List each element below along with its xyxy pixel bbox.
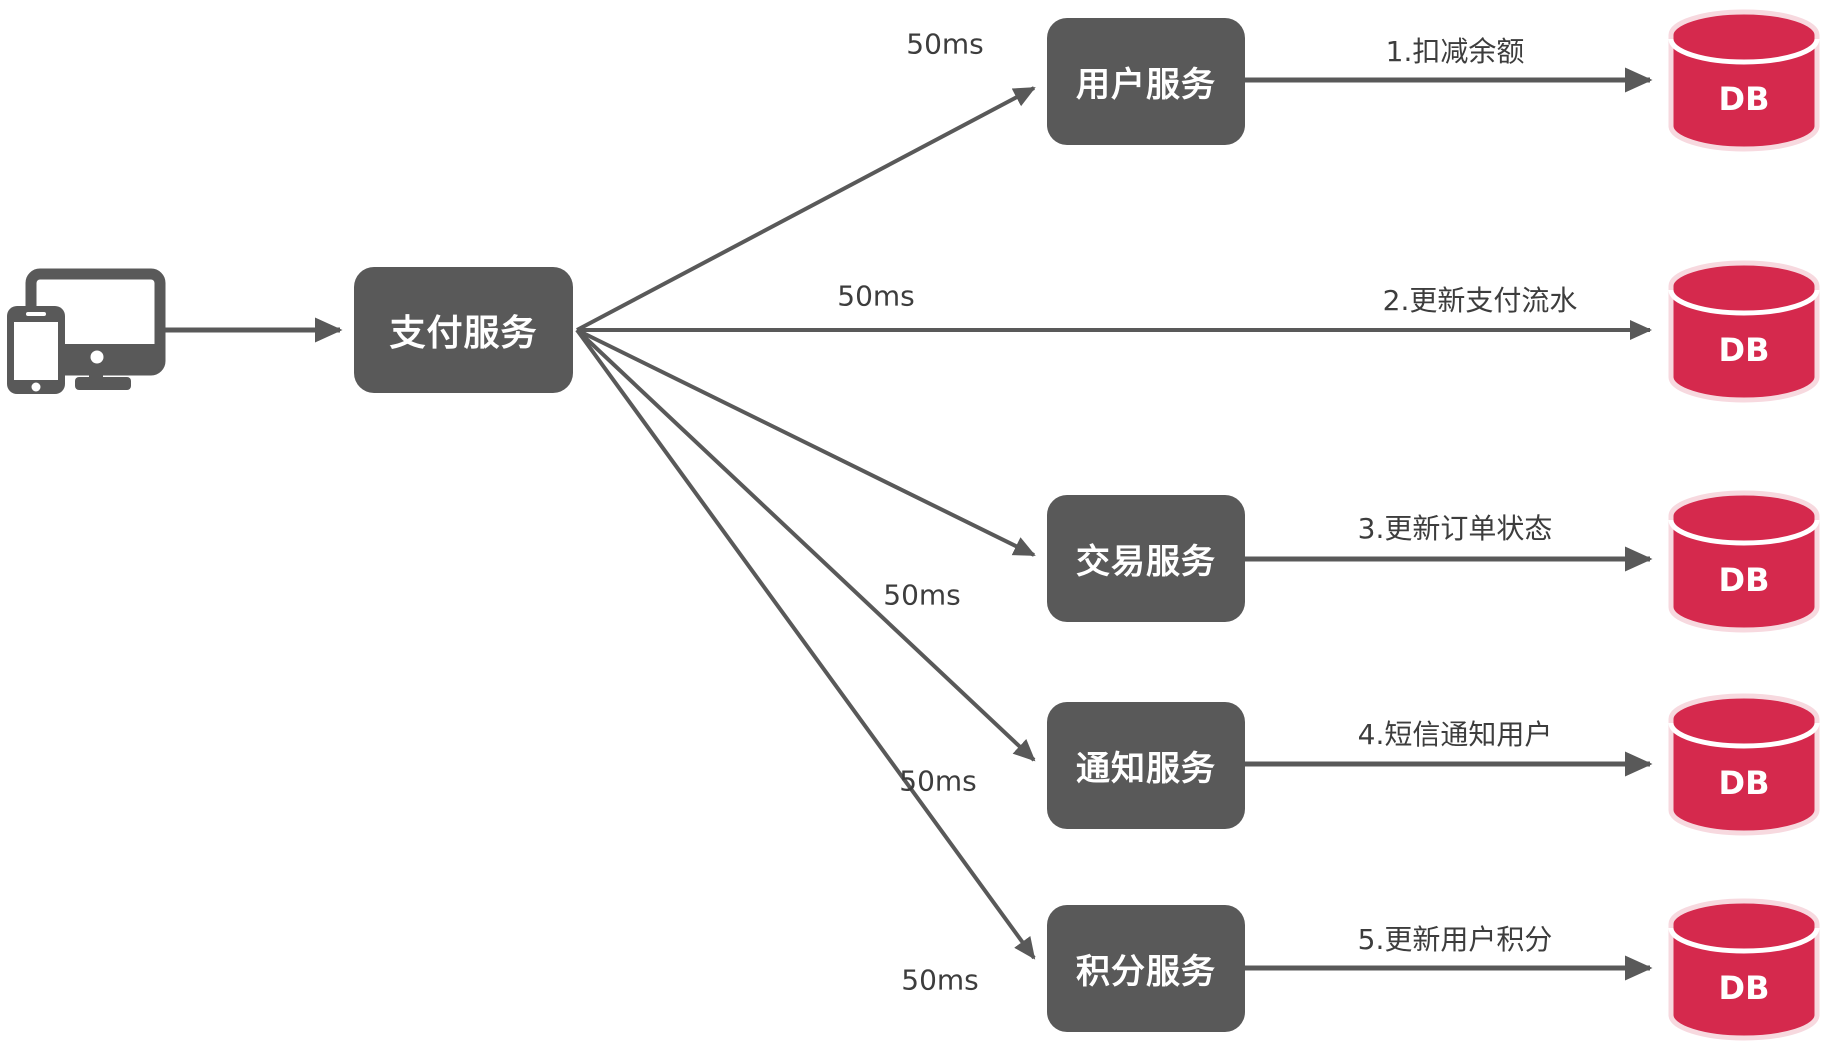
- node-notify-service: 通知服务: [1047, 702, 1245, 829]
- edge-payment-to-notify-service: [575, 328, 1036, 762]
- db-cylinder-1: DB: [1668, 9, 1820, 152]
- node-trade-service-label: 交易服务: [1076, 542, 1216, 582]
- node-user-service-label: 用户服务: [1076, 65, 1216, 105]
- node-user-service: 用户服务: [1047, 18, 1245, 145]
- db-cylinder-3: DB: [1668, 490, 1820, 633]
- db-label: DB: [1719, 331, 1770, 369]
- db-label: DB: [1719, 561, 1770, 599]
- node-points-service: 积分服务: [1047, 905, 1245, 1032]
- db-cylinder-4: DB: [1668, 693, 1820, 836]
- edge-payment-to-trade-service: [576, 328, 1036, 557]
- node-notify-service-label: 通知服务: [1076, 749, 1216, 789]
- edge-payment-to-points-service: [575, 328, 1036, 960]
- action-label-3: 3.更新订单状态: [1357, 512, 1553, 545]
- latency-label-1: 50ms: [906, 27, 984, 61]
- action-label-2: 2.更新支付流水: [1382, 284, 1578, 317]
- db-cylinder-2: DB: [1668, 260, 1820, 403]
- latency-label-3: 50ms: [883, 578, 961, 612]
- latency-label-5: 50ms: [901, 963, 979, 997]
- db-cylinder-5: DB: [1668, 898, 1820, 1041]
- latency-label-2: 50ms: [837, 279, 915, 313]
- db-label: DB: [1719, 80, 1770, 118]
- node-payment-service-label: 支付服务: [389, 313, 538, 354]
- action-label-1: 1.扣减余额: [1385, 35, 1525, 68]
- db-label: DB: [1719, 764, 1770, 802]
- latency-label-4: 50ms: [899, 764, 977, 798]
- action-label-4: 4.短信通知用户: [1357, 718, 1553, 751]
- node-payment-service: 支付服务: [354, 267, 573, 393]
- node-trade-service: 交易服务: [1047, 495, 1245, 622]
- action-label-5: 5.更新用户积分: [1357, 923, 1553, 956]
- smartphone-icon: [7, 306, 65, 394]
- node-points-service-label: 积分服务: [1076, 952, 1216, 992]
- db-label: DB: [1719, 969, 1770, 1007]
- edge-payment-to-user-service: [576, 86, 1036, 332]
- client-devices-icon: [7, 268, 166, 394]
